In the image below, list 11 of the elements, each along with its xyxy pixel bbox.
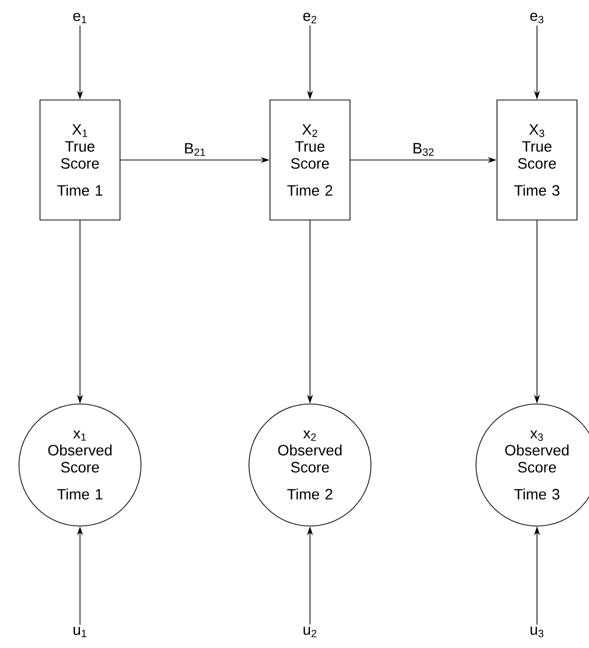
true-score-box: X$_{2}$ True Score Time 2 bbox=[270, 100, 350, 220]
variable-label: u$_{1}$ bbox=[74, 626, 86, 638]
variable-label: u$_{3}$ bbox=[530, 626, 544, 638]
variable-label: u$_{2}$ bbox=[304, 626, 316, 638]
true-score-box: X$_{1}$ True Score Time 1 bbox=[40, 100, 120, 220]
variable-label: e$_{1}$ bbox=[73, 12, 86, 24]
true-score-box: X$_{3}$ True Score Time 3 bbox=[496, 100, 578, 220]
edge-label: B$_{21}$ bbox=[182, 142, 208, 157]
variable-label: e$_{2}$ bbox=[303, 12, 316, 24]
edge-label: B$_{32}$ bbox=[411, 142, 436, 157]
variable-label: e$_{3}$ bbox=[530, 12, 544, 24]
